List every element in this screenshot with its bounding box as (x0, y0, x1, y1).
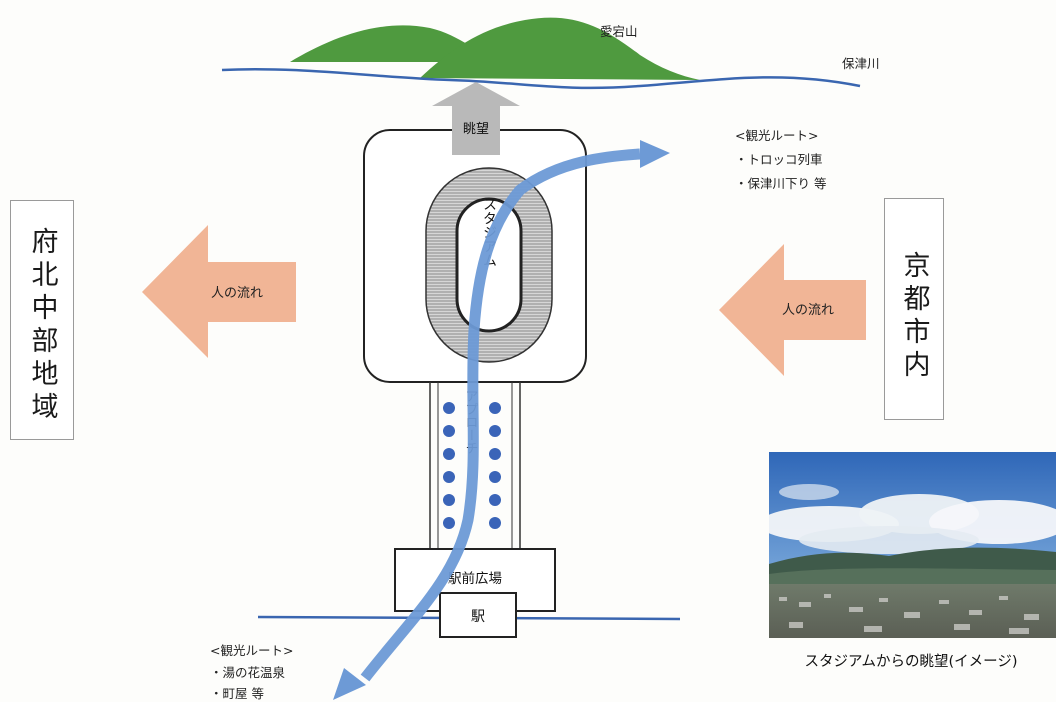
approach-tree-dot (489, 448, 501, 460)
approach-tree-dot (489, 471, 501, 483)
mountain-label: 愛宕山 (600, 24, 638, 39)
station-label: 駅 (471, 609, 485, 625)
mountain-atago (420, 17, 700, 80)
left-region-label: 府北中部地域 (26, 227, 58, 425)
view-photo (769, 452, 1056, 638)
approach-tree-dot (443, 471, 455, 483)
approach-trees (443, 402, 501, 529)
region-box-right: 京都市内 (884, 198, 944, 420)
approach-tree-dot (443, 402, 455, 414)
river-label: 保津川 (842, 56, 880, 71)
approach-tree-dot (443, 494, 455, 506)
left-flow-label: 人の流れ (211, 286, 263, 301)
approach-tree-dot (489, 425, 501, 437)
approach-tree-dot (489, 517, 501, 529)
approach-tree-dot (489, 494, 501, 506)
people-flow-arrow-right (719, 244, 866, 376)
route-bottom-item: ・町屋 等 (210, 686, 264, 701)
river-line (221, 67, 861, 90)
region-box-left: 府北中部地域 (10, 200, 74, 440)
tourist-route-arrow (333, 140, 670, 700)
tourist-route-bottom: <観光ルート> ・湯の花温泉 ・町屋 等 (210, 643, 293, 701)
approach-tree-dot (443, 425, 455, 437)
mountain (290, 17, 700, 80)
approach (429, 382, 521, 548)
route-bottom-item: ・湯の花温泉 (210, 665, 286, 680)
approach-tree-dot (443, 448, 455, 460)
route-top-item: ・トロッコ列車 (735, 152, 823, 167)
approach-tree-dot (489, 402, 501, 414)
plaza-label: 駅前広場 (448, 570, 502, 587)
tourist-route-top: <観光ルート> ・トロッコ列車 ・保津川下り 等 (735, 128, 826, 191)
photo-caption: スタジアムからの眺望(イメージ) (804, 654, 1018, 670)
view-photo-image (769, 452, 1056, 638)
right-flow-label: 人の流れ (782, 303, 834, 318)
people-flow-arrow-left (142, 225, 296, 358)
route-top-item: ・保津川下り 等 (735, 176, 826, 191)
mountain-left (290, 25, 500, 62)
view-label: 眺望 (463, 121, 489, 137)
right-region-label: 京都市内 (898, 251, 930, 383)
route-bottom-title: <観光ルート> (210, 643, 293, 658)
route-top-title: <観光ルート> (735, 128, 818, 143)
approach-tree-dot (443, 517, 455, 529)
station (439, 592, 517, 638)
view-arrow (432, 82, 520, 155)
